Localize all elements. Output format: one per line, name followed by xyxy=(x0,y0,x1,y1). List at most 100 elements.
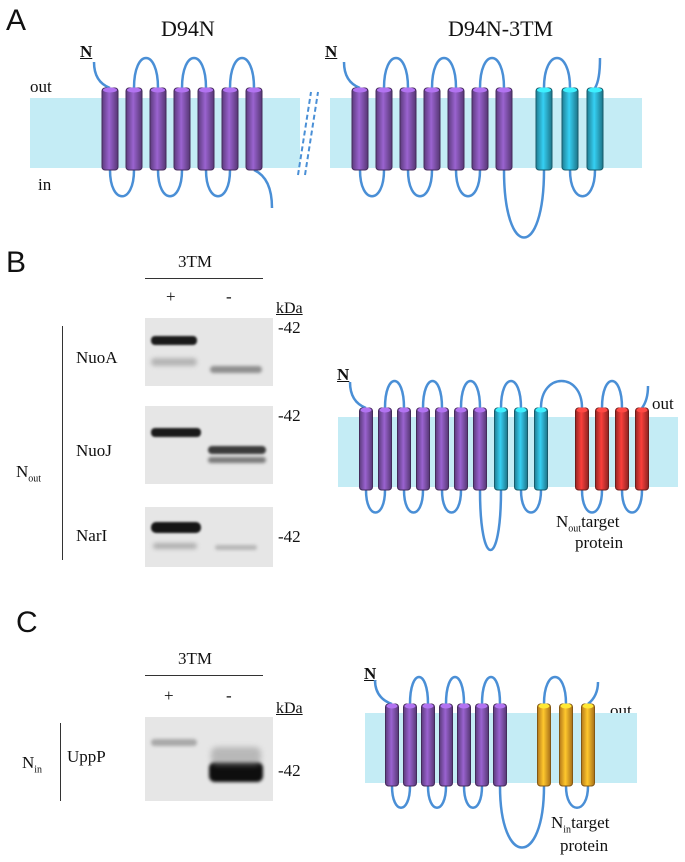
gel-uppp-band-minus xyxy=(209,762,263,782)
connecting-loop xyxy=(462,785,484,809)
transmembrane-helix xyxy=(581,703,595,787)
gel-nuoj-band-minus-1 xyxy=(208,446,266,454)
construct-d94n-3tm-title: D94N-3TM xyxy=(448,16,554,41)
connecting-loop xyxy=(444,675,466,705)
transmembrane-helix xyxy=(537,703,551,787)
helix-cap xyxy=(582,703,594,709)
panel-a-topology-diagram xyxy=(30,56,642,239)
panel-c-kda-label: kDa xyxy=(276,700,303,717)
helix-cap xyxy=(127,87,141,93)
gel-nari-label: NarI xyxy=(76,526,108,545)
helix-cap xyxy=(538,703,550,709)
connecting-loop xyxy=(204,169,232,198)
panel-b-group-label-main: N xyxy=(16,462,29,481)
helix-cap xyxy=(422,703,434,709)
panel-b-target-label-line2: protein xyxy=(575,533,624,552)
panel-b-out-label: out xyxy=(652,394,674,413)
d94n-3tm-topology xyxy=(342,56,604,239)
connecting-loop xyxy=(459,379,482,409)
panel-c-target-sub: in xyxy=(563,824,572,836)
transmembrane-helix xyxy=(439,703,453,787)
gel-uppp xyxy=(145,717,273,801)
panel-b-kda-label: kDa xyxy=(276,300,303,317)
helix-cap xyxy=(494,703,506,709)
connecting-loop xyxy=(228,56,256,89)
connecting-loop xyxy=(539,379,584,409)
gel-nari-marker: -42 xyxy=(278,527,301,546)
helix-cap xyxy=(515,407,527,413)
connecting-loop xyxy=(499,379,523,409)
panel-c-target-main: N xyxy=(551,813,564,832)
connecting-loop xyxy=(480,675,502,705)
helix-cap xyxy=(379,407,391,413)
gel-nuoa-band-minus xyxy=(210,366,262,373)
panel-c-group-label-sub: in xyxy=(34,764,43,776)
gel-uppp-band-plus xyxy=(151,739,197,746)
helix-cap xyxy=(458,703,470,709)
n-terminal-tail xyxy=(92,61,111,90)
panel-c-target-label-line2: protein xyxy=(560,836,609,855)
connecting-loop xyxy=(498,785,546,849)
gel-nuoa-band-plus-faint xyxy=(151,358,197,366)
panel-c-bracket-line xyxy=(60,723,61,801)
transmembrane-helix xyxy=(421,703,435,787)
helix-cap xyxy=(473,87,487,93)
helix-cap xyxy=(455,407,467,413)
gel-nuoj-marker: -42 xyxy=(278,406,301,425)
helix-cap xyxy=(398,407,410,413)
connecting-loop xyxy=(406,169,434,198)
panel-b-target-main: N xyxy=(556,512,569,531)
helix-cap xyxy=(560,703,572,709)
helix-cap xyxy=(223,87,237,93)
gel-nari-band-plus xyxy=(151,522,201,533)
panel-b-minus-lane: - xyxy=(226,287,232,306)
connecting-loop xyxy=(390,785,412,809)
transmembrane-helix xyxy=(475,703,489,787)
connecting-loop xyxy=(108,169,136,198)
helix-cap xyxy=(425,87,439,93)
connecting-loop xyxy=(440,489,463,514)
break-mark-1 xyxy=(297,91,312,176)
helix-cap xyxy=(386,703,398,709)
connecting-loop xyxy=(426,785,448,809)
c-terminal-tail xyxy=(640,385,650,409)
helix-cap xyxy=(449,87,463,93)
connecting-loop xyxy=(542,56,572,89)
n-terminal-tail xyxy=(342,61,361,90)
helix-cap xyxy=(537,87,551,93)
connecting-loop xyxy=(156,169,184,198)
helix-cap xyxy=(103,87,117,93)
panel-a-out-label: out xyxy=(30,77,52,96)
helix-cap xyxy=(497,87,511,93)
connecting-loop xyxy=(600,379,624,409)
panel-a-n-terminus-right: N xyxy=(325,42,338,61)
connecting-loop xyxy=(478,56,506,89)
connecting-loop xyxy=(580,489,604,514)
panel-b-header-line xyxy=(145,278,263,279)
transmembrane-helix xyxy=(559,703,573,787)
helix-cap xyxy=(417,407,429,413)
c-terminal-tail xyxy=(587,681,600,705)
connecting-loop xyxy=(542,675,568,705)
gel-nuoa-marker: -42 xyxy=(278,318,301,337)
helix-cap xyxy=(476,703,488,709)
connecting-loop xyxy=(402,489,425,514)
panel-b-topology xyxy=(348,379,650,552)
helix-cap xyxy=(404,703,416,709)
helix-cap xyxy=(495,407,507,413)
panel-c-target-label-line1: Nintarget xyxy=(551,813,609,835)
panel-b-letter: B xyxy=(6,246,27,279)
panel-b-group-label: Nout xyxy=(16,462,41,484)
panel-c-group-label-main: N xyxy=(22,753,35,772)
helix-cap xyxy=(563,87,577,93)
transmembrane-helix xyxy=(493,703,507,787)
d94n-topology xyxy=(92,56,274,209)
construct-d94n-title: D94N xyxy=(161,16,215,41)
panel-c-letter: C xyxy=(16,606,38,639)
connecting-loop xyxy=(364,489,387,514)
transmembrane-helix xyxy=(457,703,471,787)
connecting-loop xyxy=(519,489,543,514)
panel-c-header-line xyxy=(145,675,263,676)
c-terminal-tail xyxy=(253,168,274,209)
helix-cap xyxy=(616,407,628,413)
